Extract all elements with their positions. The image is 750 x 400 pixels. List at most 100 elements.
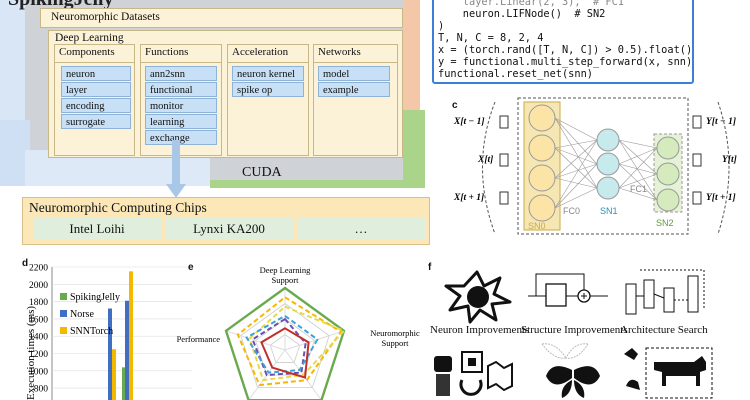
code-line: T, N, C = 8, 2, 4: [438, 32, 544, 44]
bar-snntorch: [112, 349, 116, 400]
panel-b: [432, 0, 694, 84]
cuda-label: CUDA: [242, 165, 282, 180]
input-label: X[t]: [477, 155, 493, 165]
chip-label: Intel Loihi: [69, 221, 125, 236]
layer-label: SN1: [600, 206, 618, 216]
module-exchange[interactable]: exchange: [145, 130, 217, 145]
module-model[interactable]: model: [318, 66, 390, 81]
y-tick-label: 800: [34, 385, 49, 395]
radar-axis-label: Deep Learning: [260, 265, 311, 275]
column-networks: Networks model example: [313, 44, 398, 156]
chip-intel-loihi[interactable]: Intel Loihi: [33, 218, 161, 240]
y-tick-label: 1800: [29, 298, 48, 308]
output-label: Y[t − 1]: [706, 117, 736, 127]
legend-swatch: [60, 293, 67, 300]
radar-series: [236, 296, 343, 387]
radar-grid: [240, 303, 330, 389]
column-components: Components neuron layer encoding surroga…: [54, 44, 135, 156]
panel-letter-f: f: [428, 262, 432, 273]
chips-title: Neuromorphic Computing Chips: [29, 200, 207, 215]
layer-label: FC0: [563, 206, 580, 216]
column-header: Functions: [141, 45, 221, 63]
caption-neuron-improvements: Neuron Improvements: [430, 324, 530, 336]
code-line: x = (torch.rand([T, N, C]) > 0.5).float(…: [438, 44, 693, 56]
column-header: Acceleration: [228, 45, 308, 63]
input-label: X[t − 1]: [453, 117, 485, 127]
legend-label: SNNTorch: [70, 326, 113, 337]
module-functional[interactable]: functional: [145, 82, 217, 97]
y-axis-label: Execution times (ms): [25, 306, 37, 400]
recurrent-arc: [482, 101, 496, 235]
recurrent-arc: [717, 101, 730, 235]
deep-learning-label: Deep Learning: [55, 32, 124, 44]
animal-icon: [624, 347, 713, 399]
y-tick-label: 1000: [29, 367, 48, 377]
bar-norse: [108, 308, 112, 400]
legend-label: Norse: [70, 309, 94, 320]
output-spike-icon: [692, 115, 702, 205]
chip-label: Lynxi KA200: [193, 221, 265, 236]
module-neuron-kernel[interactable]: neuron kernel: [232, 66, 304, 81]
layer-label: SN2: [656, 218, 674, 228]
radar-spoke: [284, 330, 345, 351]
code-line: y = functional.multi_step_forward(x, snn…: [438, 56, 693, 68]
architecture-search-icon: [625, 269, 705, 315]
layer-label: SN0: [528, 221, 546, 231]
down-arrow-icon: [166, 140, 186, 198]
neuron-improvement-icon: [444, 270, 512, 324]
output-label: Y[t]: [722, 155, 737, 165]
y-tick-label: 1200: [29, 350, 48, 360]
module-encoding[interactable]: encoding: [61, 98, 131, 113]
input-spike-icon: [499, 115, 509, 205]
bar-snntorch: [129, 271, 133, 400]
module-neuron[interactable]: neuron: [61, 66, 131, 81]
chips-box: Neuromorphic Computing Chips Intel Loihi…: [22, 197, 430, 245]
chip-lynxi-ka200[interactable]: Lynxi KA200: [165, 218, 293, 240]
panel-letter-e: e: [188, 262, 194, 273]
y-tick-label: 1600: [29, 315, 48, 325]
legend-swatch: [60, 327, 67, 334]
code-line: neuron.LIFNode() # SN2: [438, 8, 606, 20]
datasets-label: Neuromorphic Datasets: [51, 11, 160, 23]
radar-axis-label: Support: [382, 338, 410, 348]
module-monitor[interactable]: monitor: [145, 98, 217, 113]
structure-improvement-icon: [528, 273, 608, 307]
column-functions: Functions ann2snn functional monitor lea…: [140, 44, 222, 156]
legend-swatch: [60, 310, 67, 317]
robot-icon: [434, 351, 513, 396]
radar-axis-label: Performance: [177, 334, 221, 344]
sn2-neurons: [656, 136, 680, 212]
radar-axis-label: Neuromorphic: [370, 328, 420, 338]
datasets-box: Neuromorphic Datasets: [40, 8, 403, 28]
y-tick-label: 1400: [29, 333, 48, 343]
module-surrogate[interactable]: surrogate: [61, 114, 131, 129]
chip-more[interactable]: …: [297, 218, 425, 240]
radar-spoke: [225, 330, 286, 351]
panel-letter-c: c: [452, 100, 458, 111]
legend-label: SpikingJelly: [70, 292, 120, 303]
column-header: Components: [55, 45, 134, 63]
module-layer[interactable]: layer: [61, 82, 131, 97]
input-label: X[t + 1]: [453, 193, 484, 203]
radar-series: [260, 327, 310, 379]
network-box: [517, 97, 689, 235]
radar-chart: Deep LearningSupportNeuromorphicSupportP…: [177, 265, 420, 400]
radar-series: [224, 286, 346, 400]
y-tick-label: 2200: [29, 264, 48, 274]
radar-grid: [255, 318, 315, 376]
radar-grid: [269, 334, 301, 363]
layer-label: FC1: [630, 184, 647, 194]
module-spike-op[interactable]: spike op: [232, 82, 304, 97]
bar-norse: [125, 300, 129, 400]
module-example[interactable]: example: [318, 82, 390, 97]
module-ann2snn[interactable]: ann2snn: [145, 66, 217, 81]
column-header: Networks: [314, 45, 397, 63]
module-learning[interactable]: learning: [145, 114, 217, 129]
caption-architecture-search: Architecture Search: [620, 324, 708, 336]
radar-series: [248, 305, 346, 382]
radar-axis-label: Support: [272, 275, 300, 285]
butterfly-icon: [541, 343, 600, 398]
execution-time-chart: 2200200018001600140012001000800Execution…: [25, 264, 192, 400]
column-acceleration: Acceleration neuron kernel spike op: [227, 44, 309, 156]
code-line: ): [438, 20, 445, 32]
